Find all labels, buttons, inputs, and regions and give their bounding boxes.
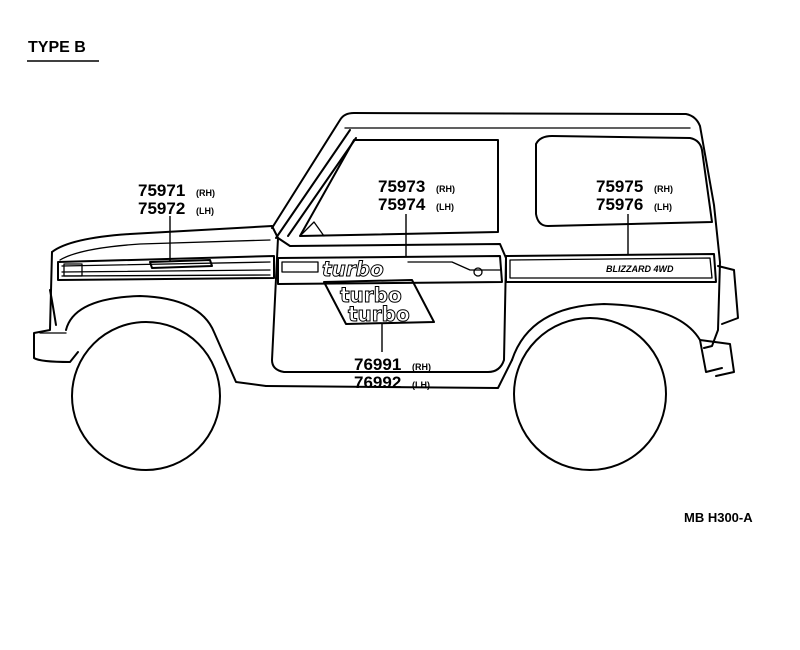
rear-wheel bbox=[513, 317, 667, 471]
svg-text:(LH): (LH) bbox=[196, 206, 214, 216]
front-stripe-decal bbox=[57, 255, 275, 281]
svg-text:75973: 75973 bbox=[378, 177, 425, 196]
callout-75973: 75973 (RH) bbox=[378, 177, 455, 196]
reference-code: MB H300-A bbox=[684, 510, 753, 525]
svg-text:(LH): (LH) bbox=[654, 202, 672, 212]
callout-75975: 75975 (RH) bbox=[596, 177, 673, 196]
svg-text:75976: 75976 bbox=[596, 195, 643, 214]
front-wheel bbox=[71, 321, 221, 471]
svg-text:(LH): (LH) bbox=[412, 380, 430, 390]
emblem-turbo-line2: turbo bbox=[348, 302, 410, 326]
callout-76991: 76991 (RH) bbox=[354, 355, 431, 374]
svg-text:75975: 75975 bbox=[596, 177, 643, 196]
callout-75974: 75974 (LH) bbox=[378, 195, 454, 214]
callout-75971: 75971 (RH) bbox=[138, 181, 215, 200]
svg-text:(LH): (LH) bbox=[436, 202, 454, 212]
svg-text:75972: 75972 bbox=[138, 199, 185, 218]
callout-75976: 75976 (LH) bbox=[596, 195, 672, 214]
emblem-turbo-line1: turbo bbox=[340, 283, 402, 307]
callout-76992: 76992 (LH) bbox=[354, 373, 430, 392]
svg-text:75971: 75971 bbox=[138, 181, 185, 200]
vehicle-body bbox=[33, 112, 739, 389]
svg-text:76992: 76992 bbox=[354, 373, 401, 392]
door-stripe-decal: turbo bbox=[277, 255, 503, 285]
svg-text:(RH): (RH) bbox=[412, 362, 431, 372]
rear-stripe-decal: BLIZZARD 4WD bbox=[505, 253, 717, 283]
type-label: TYPE B bbox=[28, 39, 86, 56]
svg-text:(RH): (RH) bbox=[436, 184, 455, 194]
svg-text:76991: 76991 bbox=[354, 355, 401, 374]
rear-stripe-text: BLIZZARD 4WD bbox=[606, 264, 674, 274]
svg-text:(RH): (RH) bbox=[654, 184, 673, 194]
svg-text:75974: 75974 bbox=[378, 195, 426, 214]
callout-75972: 75972 (LH) bbox=[138, 199, 214, 218]
turbo-emblem-decal: turbo turbo bbox=[323, 279, 435, 327]
svg-text:(RH): (RH) bbox=[196, 188, 215, 198]
door-stripe-turbo-text: turbo bbox=[322, 257, 384, 281]
